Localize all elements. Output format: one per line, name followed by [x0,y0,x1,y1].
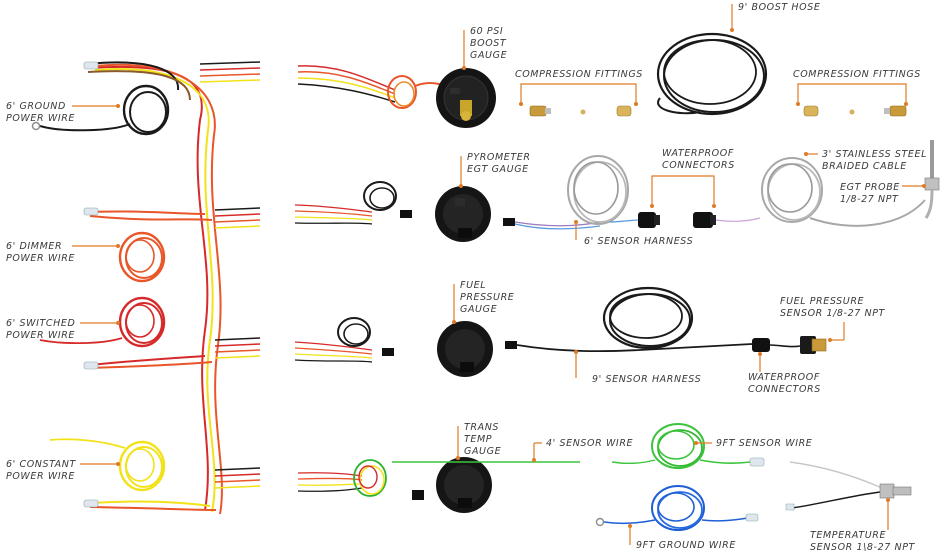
fuel-pressure-sensor [800,336,827,354]
stainless-cable-label: 3' STAINLESS STEEL BRAIDED CABLE [804,149,927,172]
temperature-sensor [785,461,912,511]
svg-text:BRAIDED CABLE: BRAIDED CABLE [822,161,907,172]
svg-text:6' SWITCHED: 6' SWITCHED [6,318,75,329]
waterproof-connectors-bottom-label: WATERPROOF CONNECTORS [748,352,821,395]
fuel-sensor-harness [505,286,753,353]
trans-temp-gauge [436,457,492,513]
svg-text:CONNECTORS: CONNECTORS [748,384,821,395]
svg-text:PYROMETER: PYROMETER [467,152,531,163]
sensor-wire-9ft [611,423,765,469]
fuel-pressure-gauge-pigtail [294,317,394,363]
sensor-wire-4ft-label: 4' SENSOR WIRE [532,438,633,462]
dimmer-power-wire-label: 6' DIMMER POWER WIRE [6,241,120,264]
ground-power-wire-coil [31,84,170,136]
trans-temp-gauge-pigtail [297,459,424,500]
svg-text:EGT GAUGE: EGT GAUGE [467,164,529,175]
svg-text:1/8-27 NPT: 1/8-27 NPT [840,194,899,205]
svg-text:4' SENSOR WIRE: 4' SENSOR WIRE [546,438,633,449]
svg-text:COMPRESSION FITTINGS: COMPRESSION FITTINGS [515,69,643,80]
svg-text:6' CONSTANT: 6' CONSTANT [6,459,76,470]
fuel-pressure-sensor-label: FUEL PRESSURE SENSOR 1/8-27 NPT [780,296,886,342]
svg-text:GAUGE: GAUGE [464,446,501,457]
main-wiring-harness [83,61,261,515]
dimmer-power-wire-coil [118,231,166,283]
svg-text:9' SENSOR HARNESS: 9' SENSOR HARNESS [592,374,701,385]
svg-text:SENSOR 1\8-27 NPT: SENSOR 1\8-27 NPT [810,542,916,553]
svg-text:FUEL: FUEL [460,280,486,291]
svg-text:POWER WIRE: POWER WIRE [6,471,75,482]
fuel-waterproof-connectors [752,338,801,352]
svg-text:WATERPROOF: WATERPROOF [748,372,820,383]
pyrometer-gauge-label: PYROMETER EGT GAUGE [459,152,531,188]
fuel-pressure-gauge [437,321,493,377]
fuel-pressure-gauge-label: FUEL PRESSURE GAUGE [452,280,514,324]
constant-power-wire-coil [49,438,166,492]
boost-hose [656,32,768,116]
constant-power-wire-label: 6' CONSTANT POWER WIRE [6,459,120,482]
svg-text:BOOST: BOOST [470,38,507,49]
svg-text:9FT GROUND WIRE: 9FT GROUND WIRE [636,540,736,551]
svg-text:EGT PROBE: EGT PROBE [840,182,900,193]
fuel-sensor-harness-label: 9' SENSOR HARNESS [574,350,701,385]
ground-wire-9ft-label: 9FT GROUND WIRE [628,524,736,551]
svg-text:COMPRESSION FITTINGS: COMPRESSION FITTINGS [793,69,921,80]
pyrometer-gauge-pigtail [294,181,412,225]
svg-text:POWER WIRE: POWER WIRE [6,113,75,124]
svg-text:WATERPROOF: WATERPROOF [662,148,734,159]
compression-fittings-right: COMPRESSION FITTINGS [793,69,921,117]
svg-text:SENSOR 1/8-27 NPT: SENSOR 1/8-27 NPT [780,308,886,319]
ground-power-wire-label: 6' GROUND POWER WIRE [6,101,120,124]
switched-power-wire-coil [39,296,166,348]
svg-text:TRANS: TRANS [464,422,499,433]
svg-text:TEMP: TEMP [464,434,492,445]
switched-power-wire-label: 6' SWITCHED POWER WIRE [6,318,120,341]
svg-text:9' BOOST HOSE: 9' BOOST HOSE [738,2,820,13]
compression-fittings-left: COMPRESSION FITTINGS [515,69,643,117]
svg-text:3' STAINLESS STEEL: 3' STAINLESS STEEL [822,149,927,160]
svg-text:6' GROUND: 6' GROUND [6,101,66,112]
svg-text:GAUGE: GAUGE [470,50,507,61]
svg-text:PRESSURE: PRESSURE [460,292,514,303]
ground-wire-9ft [595,485,759,531]
svg-text:6' DIMMER: 6' DIMMER [6,241,62,252]
svg-text:CONNECTORS: CONNECTORS [662,160,735,171]
waterproof-connectors-top-label: WATERPROOF CONNECTORS [650,148,735,208]
egt-waterproof-connectors [638,212,761,228]
boost-gauge-label: 60 PSI BOOST GAUGE [462,26,507,70]
pyrometer-gauge [435,186,491,242]
egt-probe-label: EGT PROBE 1/8-27 NPT [840,182,926,205]
egt-sensor-harness-label: 6' SENSOR HARNESS [574,220,693,247]
svg-text:60 PSI: 60 PSI [470,26,503,37]
boost-gauge [436,68,496,128]
trans-temp-gauge-label: TRANS TEMP GAUGE [456,422,501,460]
sensor-wire-9ft-label: 9FT SENSOR WIRE [694,438,812,449]
svg-text:POWER WIRE: POWER WIRE [6,330,75,341]
stainless-braided-cable [761,157,926,227]
svg-text:GAUGE: GAUGE [460,304,497,315]
svg-text:FUEL PRESSURE: FUEL PRESSURE [780,296,864,307]
boost-hose-label: 9' BOOST HOSE [730,2,820,32]
svg-text:TEMPERATURE: TEMPERATURE [810,530,886,541]
svg-text:6' SENSOR HARNESS: 6' SENSOR HARNESS [584,236,693,247]
egt-probe [924,140,940,219]
svg-text:POWER WIRE: POWER WIRE [6,253,75,264]
egt-sensor-harness [503,155,641,230]
svg-text:9FT SENSOR WIRE: 9FT SENSOR WIRE [716,438,812,449]
temperature-sensor-label: TEMPERATURE SENSOR 1\8-27 NPT [810,498,916,553]
boost-gauge-pigtail [297,65,446,109]
